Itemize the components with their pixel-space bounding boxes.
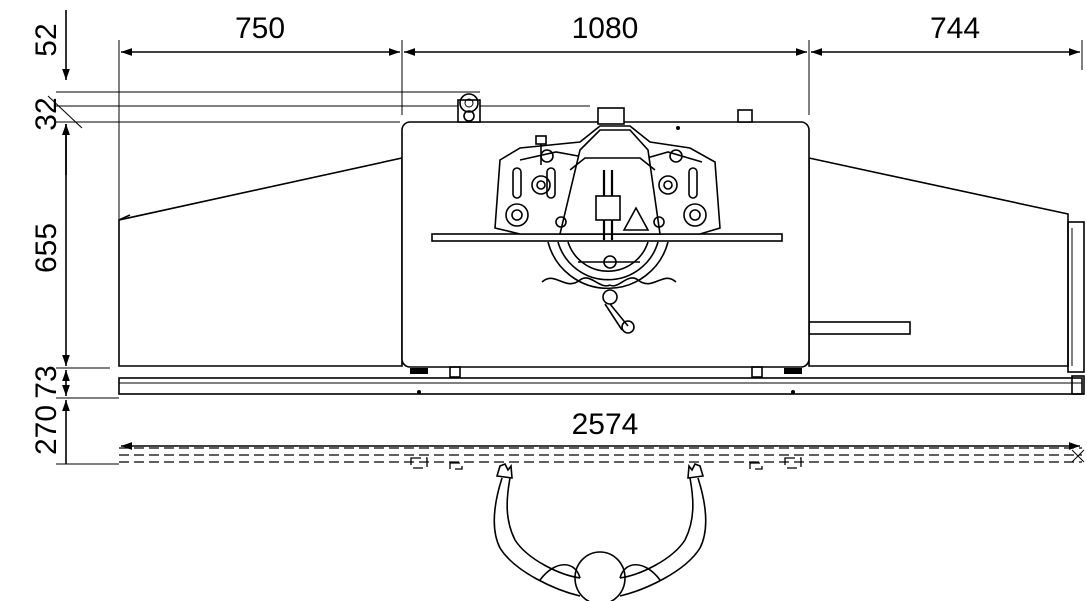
top-small-knob [676, 109, 753, 130]
spindle-assembly [494, 125, 721, 334]
vertical-dimension-lines [47, 10, 590, 465]
work-table-plate [431, 233, 783, 242]
machine-left-wing [118, 157, 403, 367]
dimension-52: 52 [30, 23, 63, 56]
dimension-744: 744 [930, 12, 980, 45]
machine-right-wing [808, 157, 1085, 373]
dimension-750: 750 [235, 12, 285, 45]
dimension-1080: 1080 [572, 12, 639, 45]
top-nozzle [597, 107, 625, 125]
floor-rail-outline [119, 447, 1085, 470]
dimension-655: 655 [30, 223, 63, 273]
dimension-73: 73 [30, 365, 63, 398]
operator-figure-top-view [493, 462, 707, 601]
dimension-32: 32 [30, 97, 63, 130]
base-rail [118, 375, 1085, 395]
dimension-270: 270 [30, 405, 63, 455]
machine-feet [410, 366, 802, 378]
top-lifting-eye [457, 93, 481, 123]
top-dimension-lines [118, 40, 1083, 220]
dimension-2574: 2574 [572, 408, 639, 441]
